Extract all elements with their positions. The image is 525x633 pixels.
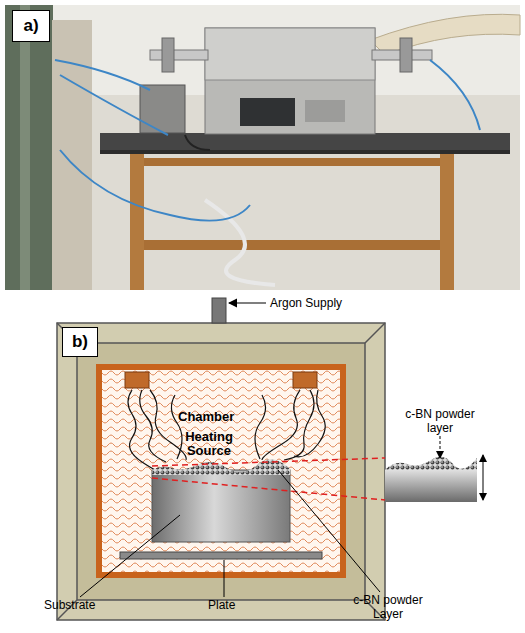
part-label: c-BN powder layer: [398, 407, 482, 435]
part-label: Argon Supply: [270, 296, 360, 310]
panel-label-box: b): [62, 327, 98, 357]
part-label: c-BN powder Layer: [345, 593, 431, 621]
furnace-photo: [5, 5, 520, 290]
part-label: Plate: [208, 598, 248, 612]
panel-label: b): [72, 332, 88, 352]
panel-label-box: a): [12, 10, 50, 42]
part-label: Substrate: [44, 598, 114, 612]
part-label: Heating Source: [178, 430, 240, 458]
furnace-schematic: [57, 298, 483, 620]
part-label: Chamber: [178, 410, 248, 424]
panel-label: a): [23, 16, 38, 36]
